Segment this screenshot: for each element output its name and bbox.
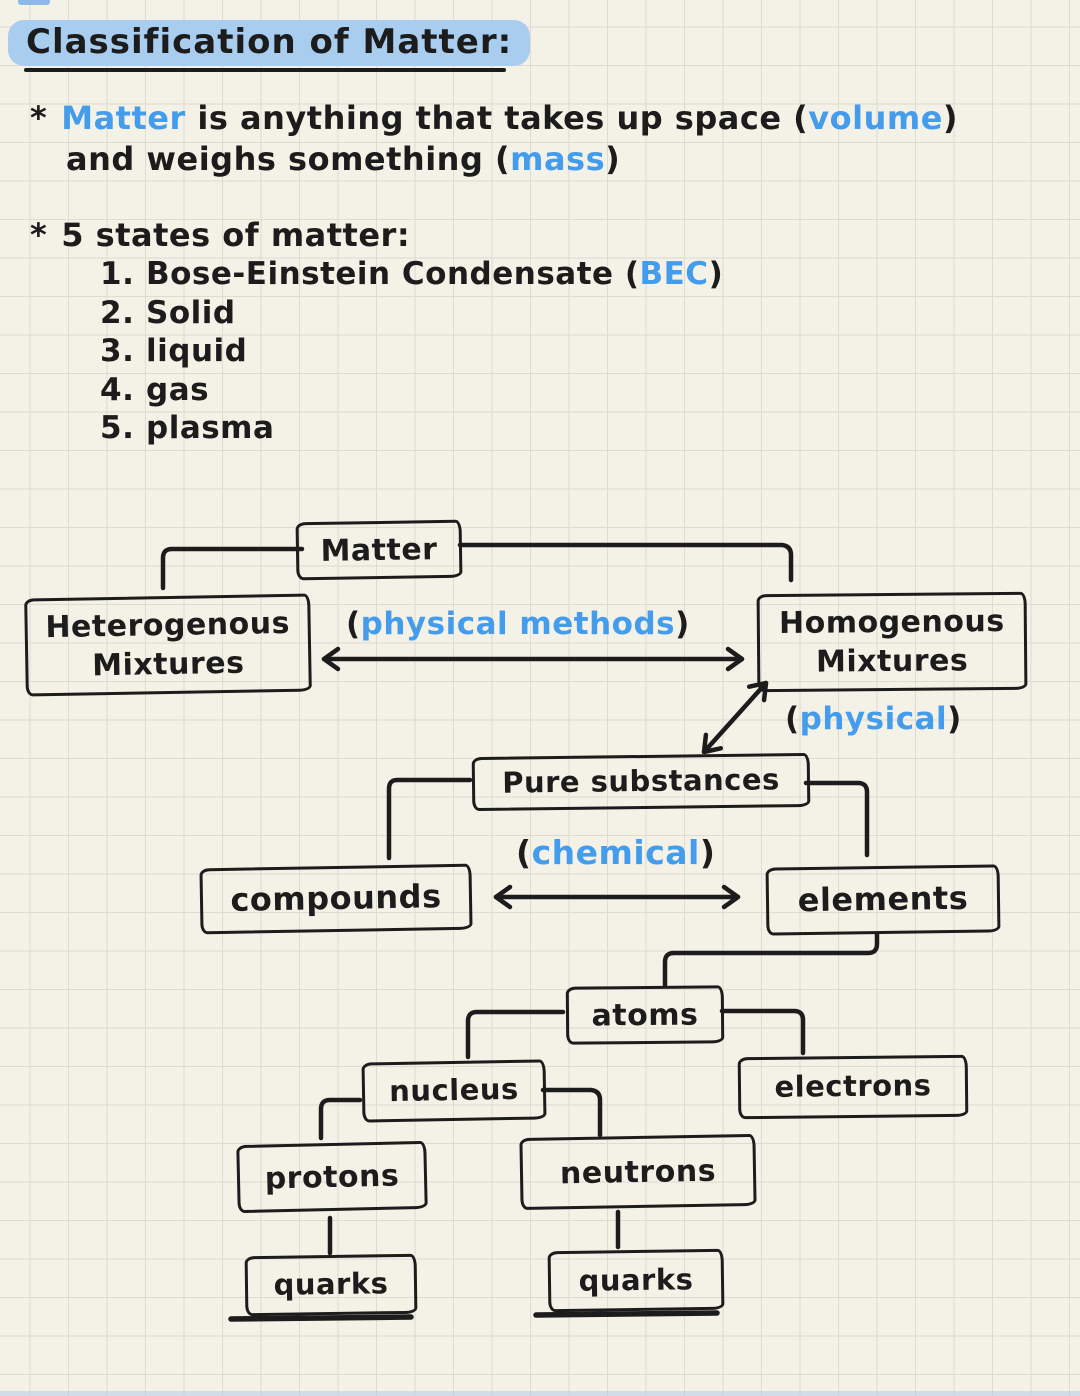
intro-line2-close: )	[605, 140, 621, 178]
node-quarks-left-label: quarks	[273, 1266, 389, 1302]
list-item: 4. gas	[100, 372, 723, 411]
list-text: gas	[146, 371, 210, 408]
list-number: 1.	[100, 256, 135, 292]
page-title: Classification of Matter:	[8, 20, 531, 72]
connector-nucleus-neutrons	[540, 1087, 603, 1138]
connector-nucleus-protons	[318, 1097, 363, 1141]
term-volume: volume	[808, 99, 943, 137]
list-number: 3.	[100, 333, 135, 369]
node-pure-substances-label: Pure substances	[501, 762, 780, 800]
term-matter: Matter	[61, 99, 186, 137]
list-number: 4.	[100, 371, 135, 408]
node-quarks-left: quarks	[244, 1253, 418, 1317]
list-number: 2.	[100, 294, 135, 331]
list-text-close: )	[708, 256, 724, 292]
underline-quarks-right	[533, 1310, 720, 1318]
bullet-star: *	[30, 99, 48, 137]
node-heterogenous-line2: Mixtures	[91, 645, 245, 684]
label-physical: (physical)	[785, 701, 962, 737]
node-compounds: compounds	[199, 863, 473, 935]
connector-atoms-nucleus	[465, 1009, 566, 1060]
label-paren: (	[346, 606, 361, 642]
label-physical-methods-text: physical methods	[360, 606, 676, 642]
list-text: liquid	[146, 333, 248, 369]
node-quarks-right-label: quarks	[578, 1261, 694, 1298]
node-homogenous-line2: Mixtures	[815, 643, 969, 680]
node-neutrons-label: neutrons	[559, 1153, 717, 1191]
connector-matter-heterogenous	[160, 546, 305, 591]
arrow-homogenous-pure	[701, 680, 769, 755]
title-text: Classification of Matter:	[26, 22, 513, 62]
list-text: Bose-Einstein Condensate (BEC)	[146, 256, 723, 292]
label-chemical-text: chemical	[531, 833, 700, 872]
intro-line2-text: and weighs something (	[66, 140, 511, 178]
node-elements-label: elements	[797, 879, 969, 920]
node-elements: elements	[765, 864, 1001, 936]
node-matter-label: Matter	[320, 531, 438, 569]
list-text: Solid	[146, 294, 236, 331]
list-item: 3. liquid	[100, 333, 723, 372]
connector-atoms-electrons	[719, 1008, 806, 1056]
node-compounds-label: compounds	[230, 877, 442, 920]
term-mass: mass	[510, 140, 606, 178]
page-edge-blue-dash	[18, 0, 50, 5]
intro-line-2: and weighs something (mass)	[66, 139, 958, 180]
node-pure-substances: Pure substances	[471, 752, 811, 812]
intro-line-1: * Matter is anything that takes up space …	[30, 98, 958, 139]
connector-matter-homogenous	[457, 542, 794, 583]
states-heading: * 5 states of matter:	[30, 216, 410, 254]
connector-elements-atoms	[662, 931, 880, 988]
node-homogenous-line1: Homogenous	[778, 604, 1005, 641]
states-list: 1. Bose-Einstein Condensate (BEC) 2. Solid…	[100, 256, 723, 449]
node-heterogenous-mixtures: Heterogenous Mixtures	[24, 593, 312, 697]
label-physical-methods: (physical methods)	[346, 606, 690, 642]
node-electrons: electrons	[737, 1054, 969, 1120]
list-item: 2. Solid	[100, 295, 723, 334]
title-highlight: Classification of Matter:	[8, 20, 531, 66]
label-paren: )	[675, 606, 690, 642]
title-underline	[24, 68, 507, 72]
node-heterogenous-line1: Heterogenous	[45, 605, 291, 646]
node-matter: Matter	[295, 519, 463, 581]
node-nucleus-label: nucleus	[388, 1072, 520, 1109]
node-quarks-right: quarks	[547, 1248, 725, 1313]
bullet-star: *	[30, 216, 48, 254]
intro-line1-text: is anything that takes up space (	[185, 99, 809, 137]
list-number: 5.	[100, 410, 135, 446]
node-nucleus: nucleus	[361, 1059, 547, 1123]
label-chemical: (chemical)	[516, 833, 715, 872]
underline-quarks-left	[228, 1314, 414, 1322]
label-physical-text: physical	[799, 701, 948, 737]
node-protons: protons	[236, 1140, 428, 1214]
connector-pure-compounds	[386, 777, 473, 861]
label-paren: )	[947, 701, 962, 737]
intro-note: * Matter is anything that takes up space …	[30, 98, 958, 180]
node-electrons-label: electrons	[774, 1068, 932, 1104]
node-homogenous-mixtures: Homogenous Mixtures	[756, 591, 1028, 693]
term-bec: BEC	[639, 256, 709, 292]
node-protons-label: protons	[264, 1157, 400, 1197]
label-paren: )	[699, 833, 716, 872]
list-item: 1. Bose-Einstein Condensate (BEC)	[100, 256, 723, 295]
list-item: 5. plasma	[100, 410, 723, 449]
node-atoms-label: atoms	[591, 997, 699, 1033]
intro-line1-close: )	[942, 99, 959, 137]
states-heading-text: 5 states of matter:	[61, 216, 411, 254]
list-text: plasma	[146, 410, 275, 446]
node-atoms: atoms	[565, 985, 725, 1045]
list-text-main: Bose-Einstein Condensate (	[146, 256, 640, 292]
connector-pure-elements	[803, 780, 870, 858]
page-bottom-edge	[0, 1391, 1080, 1396]
label-paren: (	[516, 833, 532, 872]
node-neutrons: neutrons	[519, 1133, 757, 1211]
label-paren: (	[785, 701, 800, 737]
